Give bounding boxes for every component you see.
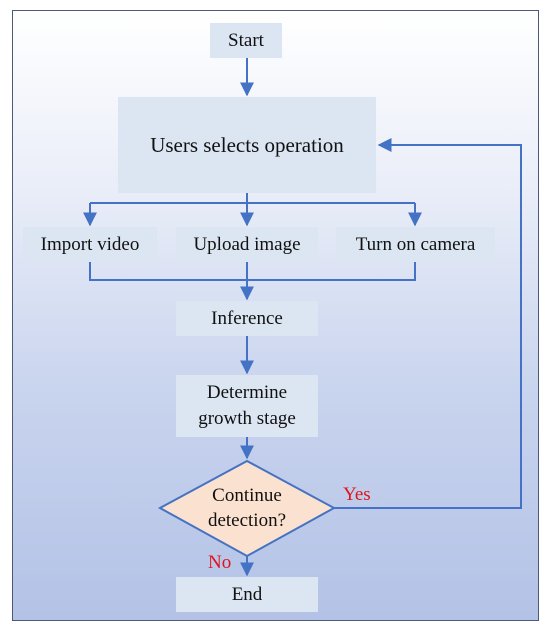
- select-operation-label: Users selects operation: [150, 133, 344, 157]
- turn-on-camera-label: Turn on camera: [355, 233, 476, 255]
- start-label: Start: [228, 29, 264, 51]
- select-operation-node: Users selects operation: [118, 97, 376, 193]
- yes-label: Yes: [343, 484, 371, 505]
- inference-node: Inference: [176, 301, 318, 336]
- determine-growth-stage-node: Determine growth stage: [176, 375, 318, 437]
- decision-label: Continue detection?: [180, 482, 314, 534]
- start-node: Start: [210, 23, 282, 58]
- merge-bar: [89, 262, 416, 281]
- no-label: No: [208, 552, 232, 573]
- determine-label-line1: Determine: [206, 382, 288, 403]
- end-label: End: [231, 583, 263, 605]
- import-video-node: Import video: [23, 227, 157, 262]
- upload-image-label: Upload image: [193, 233, 301, 255]
- decision-diamond: [157, 459, 337, 558]
- import-video-label: Import video: [40, 233, 140, 255]
- upload-image-node: Upload image: [176, 227, 318, 262]
- edge-decision-yes-loop: [334, 138, 522, 509]
- inference-label: Inference: [211, 307, 283, 329]
- decision-label-line2: detection?: [207, 510, 287, 531]
- decision-label-line1: Continue: [212, 485, 282, 506]
- determine-label-line2: growth stage: [198, 408, 296, 429]
- end-node: End: [176, 577, 318, 612]
- turn-on-camera-node: Turn on camera: [336, 227, 495, 262]
